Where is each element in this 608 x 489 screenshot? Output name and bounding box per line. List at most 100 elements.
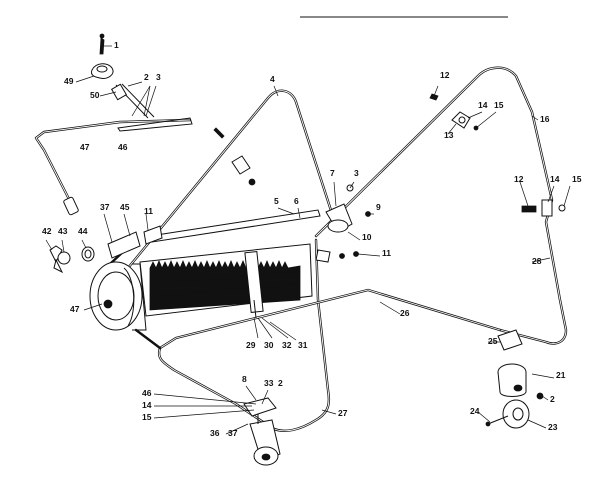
brush-assembly [139,243,313,319]
leader-line [273,85,279,97]
left-frame [108,89,338,270]
part-number-label: 10 [362,232,372,242]
leader-line [131,85,151,117]
part-number-label: 2 [278,378,283,388]
leader-line [123,213,131,237]
part-number-label: 46 [118,142,128,152]
part-number-label: 2 [144,72,149,82]
cross-bar [149,209,321,243]
part-number-label: 37 [228,428,238,438]
leader-line [153,393,257,405]
leader-line [245,385,257,401]
center-hardware [315,184,371,263]
leader-line [563,185,571,207]
part-number-label: 24 [470,406,480,416]
leader-line [45,239,53,251]
part-number-label: 43 [58,226,68,236]
part-number-label: 32 [282,340,292,350]
part-number-label: 15 [142,412,152,422]
leader-line [145,85,157,117]
leader-line [475,111,497,129]
part-number-label: 15 [494,100,504,110]
leader-line [277,207,295,215]
part-number-label: 15 [572,174,582,184]
part-number-label: 1 [114,40,119,50]
part-number-label: 33 [264,378,274,388]
top-right-bracket [429,93,479,131]
part-number-label: 7 [330,168,335,178]
part-number-label: 12 [514,174,524,184]
left-hardware [49,245,95,274]
lower-frame [134,238,502,432]
leader-line [379,301,401,315]
part-number-label: 3 [354,168,359,178]
leader-line [143,85,151,117]
leader-line [145,213,149,231]
leader-line [103,213,113,243]
part-number-label: 27 [338,408,348,418]
part-number-label: 42 [42,226,52,236]
leader-line [61,239,65,253]
part-number-label: 25 [488,336,498,346]
part-number-label: 14 [142,400,152,410]
leader-line [541,395,549,401]
leader-line [75,75,95,83]
part-number-label: 47 [80,142,90,152]
handle-assembly [34,33,193,216]
leader-line [81,239,87,249]
part-number-label: 49 [64,76,74,86]
brush-bristles [149,259,301,311]
leader-line [531,115,539,121]
part-number-label: 45 [120,202,130,212]
leader-line [153,409,255,419]
leader-line [83,303,103,311]
leader-line [467,111,483,119]
part-number-label: 11 [144,206,153,216]
leader-line [349,181,355,189]
leader-line [99,91,117,97]
leader-line [261,389,269,405]
part-number-label: 26 [400,308,410,318]
part-number-label: 31 [298,340,308,350]
part-number-label: 16 [540,114,550,124]
leader-line [321,409,337,415]
part-number-label: 12 [440,70,450,80]
center-clamp [213,127,256,186]
part-number-label: 5 [274,196,279,206]
leader-line [225,423,249,435]
left-bracket [107,225,163,259]
leader-line [333,181,337,207]
part-number-label: 13 [444,130,454,140]
caster-left [243,397,281,466]
part-number-label: 30 [264,340,274,350]
part-number-label: 29 [246,340,256,350]
part-number-label: 3 [156,72,161,82]
wheel-right [485,399,530,429]
part-number-label: 23 [548,422,558,432]
part-number-label: 14 [550,174,560,184]
leader-line [547,185,555,203]
part-number-label: 36 [210,428,220,438]
leader-line [357,253,381,257]
part-number-label: 4 [270,74,275,84]
part-number-label: 6 [294,196,299,206]
part-number-label: 47 [70,304,80,314]
leader-line [253,317,259,339]
leader-line [261,317,289,339]
leader-line [433,85,439,97]
part-number-label: 21 [556,370,566,380]
part-number-label: 8 [242,374,247,384]
leader-line [127,81,143,87]
part-number-label: 46 [142,388,152,398]
drum-wheel [89,261,147,331]
leader-line [477,411,491,423]
part-number-label: 37 [100,202,110,212]
leader-line [347,231,361,241]
part-number-label: 9 [376,202,381,212]
leader-line [447,123,457,135]
leader-line [269,321,297,341]
part-number-label: 50 [90,90,100,100]
leader-line [519,181,529,207]
leader-line [531,373,555,379]
leader-line [257,317,273,339]
